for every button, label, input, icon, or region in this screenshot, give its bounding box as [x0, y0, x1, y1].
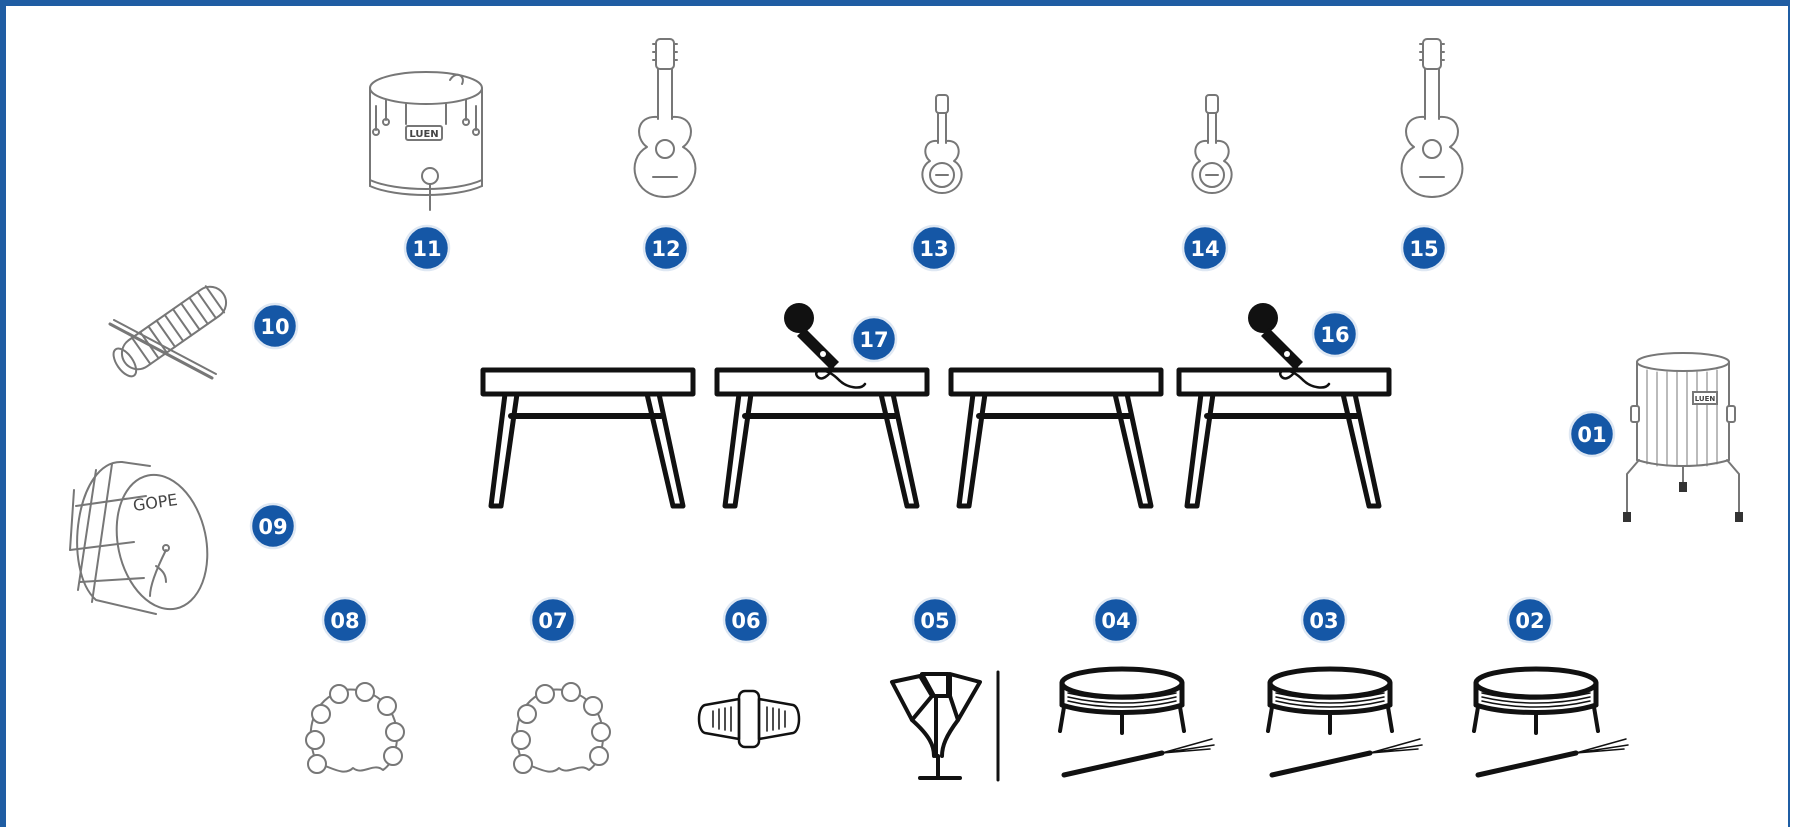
- badge-label: 03: [1309, 609, 1338, 633]
- table-4: [1179, 370, 1389, 506]
- badge-label: 12: [651, 237, 680, 261]
- badge-label: 11: [412, 237, 441, 261]
- bass-drum-09-icon: GOPE: [70, 462, 219, 618]
- badge-04: 04: [1094, 598, 1138, 642]
- badge-03: 03: [1302, 598, 1346, 642]
- drum-11-icon: LUEN: [370, 72, 482, 210]
- bass-drum-brand: GOPE: [132, 490, 179, 515]
- badge-label: 05: [920, 609, 949, 633]
- badge-16: 16: [1313, 312, 1357, 356]
- guitar-12-icon: [635, 39, 696, 197]
- badge-label: 06: [731, 609, 760, 633]
- badge-label: 08: [330, 609, 359, 633]
- badge-12: 12: [644, 226, 688, 270]
- snare-03-icon: [1268, 669, 1422, 775]
- badge-label: 16: [1320, 323, 1349, 347]
- table-1: [483, 370, 693, 506]
- tambourine-07-icon: [512, 683, 610, 773]
- badge-label: 17: [859, 328, 888, 352]
- badge-label: 01: [1577, 423, 1606, 447]
- shaker-06-icon: [699, 691, 799, 747]
- badge-06: 06: [724, 598, 768, 642]
- badge-label: 13: [919, 237, 948, 261]
- badge-09: 09: [251, 504, 295, 548]
- badge-05: 05: [913, 598, 957, 642]
- badge-08: 08: [323, 598, 367, 642]
- badge-label: 04: [1101, 609, 1130, 633]
- floor-drum-brand: LUEN: [1695, 395, 1716, 403]
- badge-11: 11: [405, 226, 449, 270]
- guitar-15-icon: [1402, 39, 1463, 197]
- badge-label: 09: [258, 515, 287, 539]
- badge-10: 10: [253, 304, 297, 348]
- badge-label: 10: [260, 315, 289, 339]
- badge-17: 17: [852, 317, 896, 361]
- badge-07: 07: [531, 598, 575, 642]
- badge-13: 13: [912, 226, 956, 270]
- table-3: [951, 370, 1161, 506]
- tambourine-08-icon: [306, 683, 404, 773]
- badge-label: 15: [1409, 237, 1438, 261]
- snare-04-icon: [1060, 669, 1214, 775]
- badge-layer: 01 02 03 04 05 06 07 08 09 10 11 12 13 14 15 16 17: [251, 226, 1614, 642]
- agogo-05-icon: [892, 672, 998, 780]
- badge-15: 15: [1402, 226, 1446, 270]
- guitar-14-icon: [1192, 95, 1231, 193]
- badge-label: 14: [1190, 237, 1219, 261]
- floor-drum-01-icon: LUEN: [1623, 353, 1743, 522]
- guitar-13-icon: [922, 95, 961, 193]
- badge-01: 01: [1570, 412, 1614, 456]
- snare-02-icon: [1474, 669, 1628, 775]
- badge-02: 02: [1508, 598, 1552, 642]
- badge-14: 14: [1183, 226, 1227, 270]
- table-2: [717, 370, 927, 506]
- badge-label: 02: [1515, 609, 1544, 633]
- drum-11-brand: LUEN: [409, 129, 438, 140]
- stage-diagram: LUEN GOPE: [6, 6, 1788, 827]
- guiro-10-icon: [109, 280, 232, 380]
- badge-label: 07: [538, 609, 567, 633]
